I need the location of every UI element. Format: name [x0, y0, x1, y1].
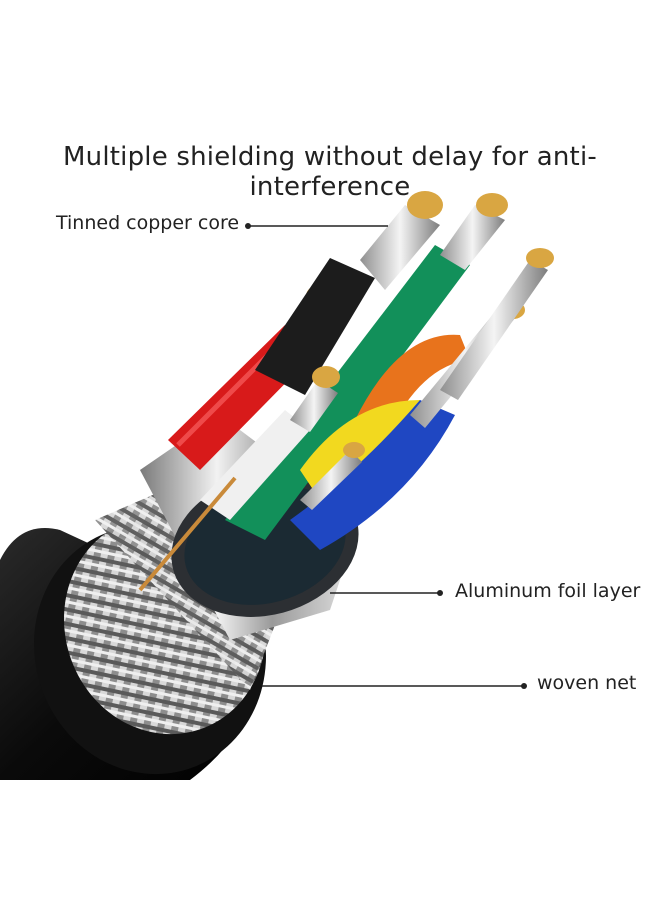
callout-line-net — [262, 683, 527, 689]
callout-woven-net: woven net — [537, 672, 637, 694]
bare-strands — [300, 248, 554, 510]
callout-line-foil — [330, 590, 443, 596]
callout-line-core — [245, 223, 388, 229]
wire-green — [225, 193, 508, 540]
wire-blue — [290, 400, 455, 550]
wire-white — [200, 366, 340, 520]
callout-aluminum-foil-layer: Aluminum foil layer — [455, 580, 641, 602]
callout-tinned-copper-core: Tinned copper core — [56, 212, 240, 234]
headline: Multiple shielding without delay for ant… — [63, 142, 597, 202]
drain-wire — [138, 476, 237, 592]
wire-black — [255, 191, 443, 395]
